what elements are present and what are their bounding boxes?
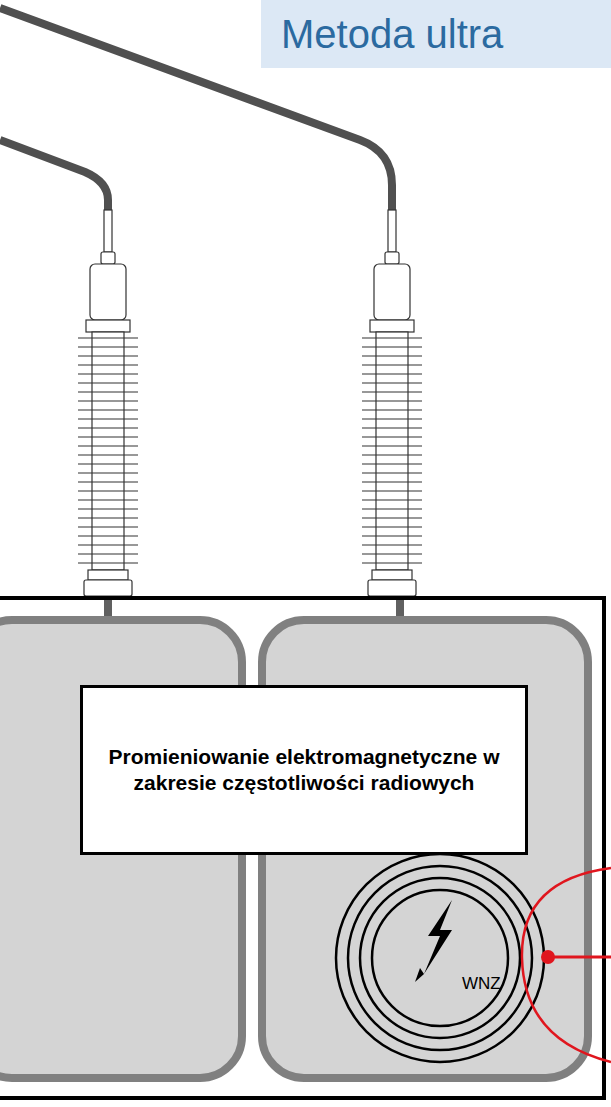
fin: [362, 436, 422, 437]
fin: [78, 490, 138, 491]
fin: [362, 427, 422, 428]
sensor-dot: [541, 950, 555, 964]
fin: [78, 553, 138, 554]
fin: [362, 355, 422, 356]
fin: [362, 535, 422, 536]
cable: [0, 140, 108, 212]
fin: [78, 535, 138, 536]
discharge-symbol: [424, 900, 452, 974]
fin: [78, 481, 138, 482]
fin: [362, 490, 422, 491]
fin: [78, 346, 138, 347]
title-band: Metoda ultra: [261, 0, 611, 68]
fin: [78, 427, 138, 428]
fin: [78, 373, 138, 374]
bushing: [84, 210, 132, 596]
fin: [78, 526, 138, 527]
fin: [362, 463, 422, 464]
sensor-lead: [548, 956, 611, 959]
fin: [362, 337, 422, 338]
fin: [362, 400, 422, 401]
fin: [78, 382, 138, 383]
callout-text: Promieniowanie elektromagnetyczne w zakr…: [107, 744, 501, 797]
fin: [362, 472, 422, 473]
fin: [362, 544, 422, 545]
fin: [362, 373, 422, 374]
fin: [78, 562, 138, 563]
fin: [78, 454, 138, 455]
fin: [78, 499, 138, 500]
fin: [362, 553, 422, 554]
fin: [78, 508, 138, 509]
fin: [362, 346, 422, 347]
fin: [78, 337, 138, 338]
fin: [362, 481, 422, 482]
fin: [78, 409, 138, 410]
fin: [78, 544, 138, 545]
fin: [78, 517, 138, 518]
fin: [362, 508, 422, 509]
bushing-fins: [78, 338, 422, 563]
callout-box: Promieniowanie elektromagnetyczne w zakr…: [80, 685, 528, 855]
fin: [362, 445, 422, 446]
fin: [362, 526, 422, 527]
sensor-field: [522, 868, 611, 1062]
fin: [362, 391, 422, 392]
part-label: WNZ: [462, 974, 501, 994]
fin: [362, 562, 422, 563]
fin: [78, 418, 138, 419]
fin: [362, 382, 422, 383]
title: Metoda ultra: [281, 14, 611, 54]
fin: [78, 445, 138, 446]
fin: [78, 355, 138, 356]
fin: [362, 364, 422, 365]
fin: [78, 400, 138, 401]
fin: [362, 499, 422, 500]
fin: [78, 463, 138, 464]
fin: [78, 364, 138, 365]
fin: [362, 517, 422, 518]
fin: [78, 391, 138, 392]
fin: [78, 436, 138, 437]
fin: [362, 454, 422, 455]
radiation-rings: [336, 854, 544, 1062]
fin: [362, 418, 422, 419]
bushing: [368, 210, 416, 596]
discharge-symbol: [415, 968, 424, 982]
fin: [362, 409, 422, 410]
fin: [78, 472, 138, 473]
